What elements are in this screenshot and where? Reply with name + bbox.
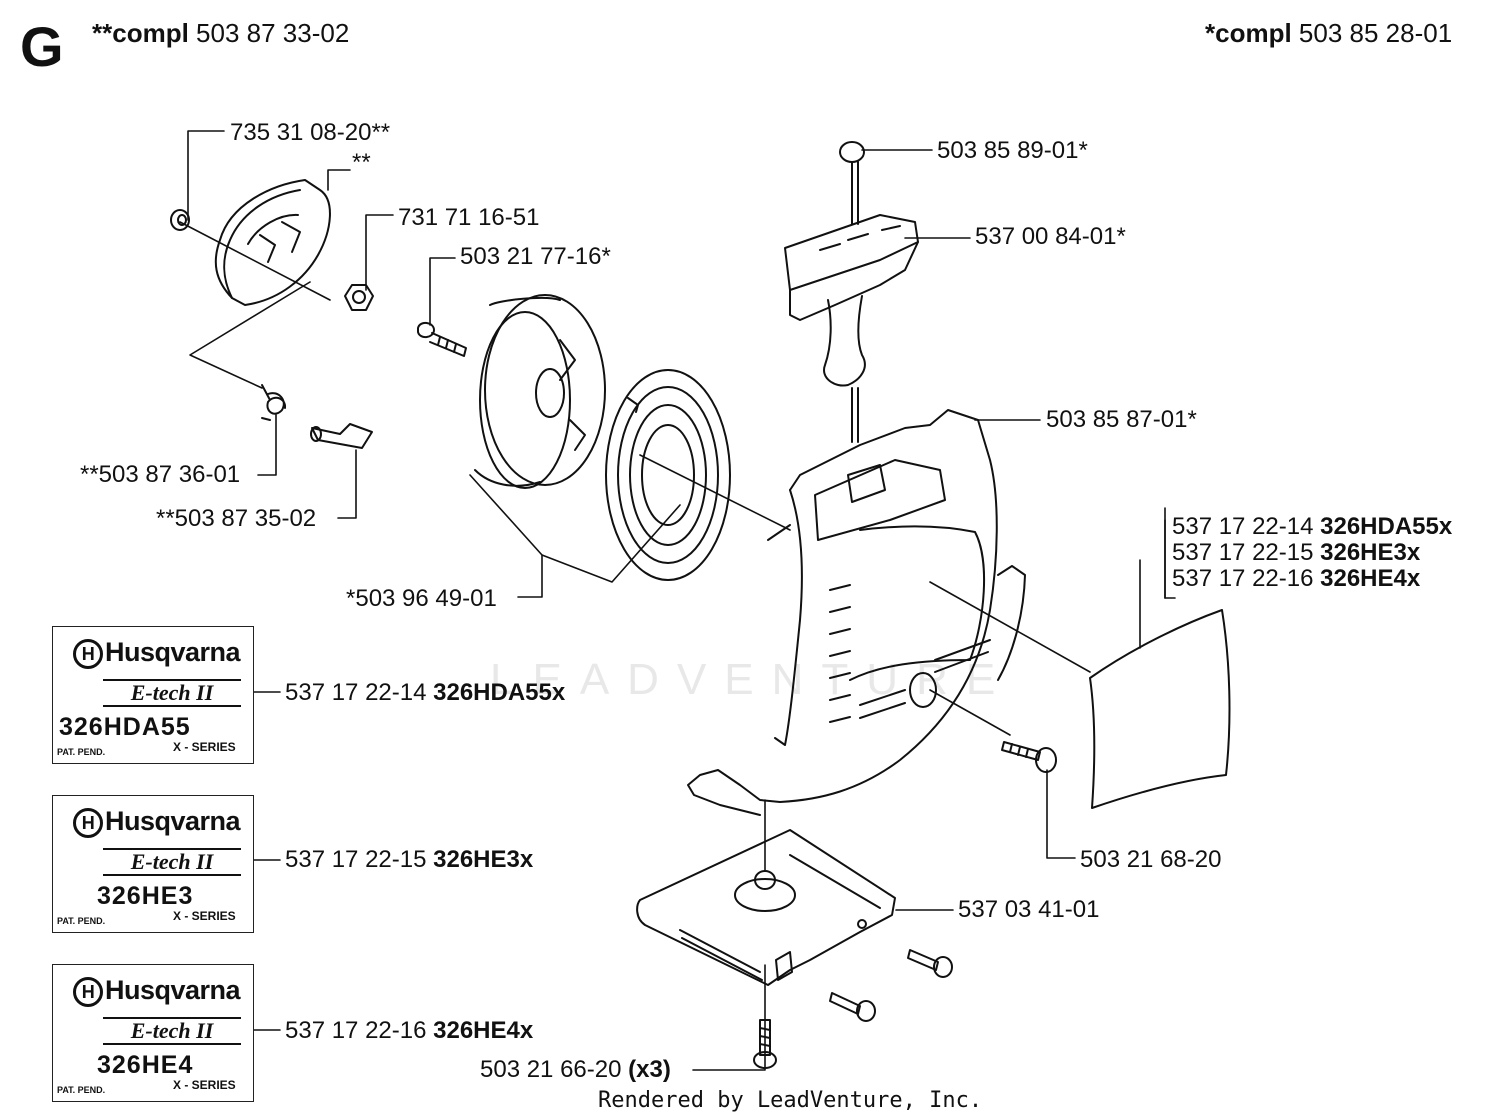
callout-e-clip: 735 31 08-20** xyxy=(230,119,391,146)
decal-pat: PAT. PEND. xyxy=(57,747,106,757)
bottom-screws-part xyxy=(753,949,953,1069)
etech-badge: E-tech II xyxy=(103,1017,241,1045)
decal-option-model: 326HDA55x xyxy=(1320,513,1453,540)
decal-label-1: 537 17 22-14 326HDA55x xyxy=(285,680,565,706)
decal-model: 326HDA55 xyxy=(59,713,191,741)
decal-label-2: 537 17 22-15 326HE3x xyxy=(285,847,533,873)
callout-pulley-spring: *503 96 49-01 xyxy=(346,585,497,612)
callout-pawl-cover: ** xyxy=(352,149,371,176)
etech-badge: E-tech II xyxy=(103,679,241,707)
header-right-number: 503 85 28-01 xyxy=(1298,18,1453,48)
decal-label-model: 326HE4x xyxy=(433,1017,534,1044)
starter-handle-part xyxy=(784,214,919,443)
callout-screw: 503 21 77-16* xyxy=(460,243,611,270)
callout-pawl: **503 87 35-02 xyxy=(156,505,317,532)
callout-bottom-screws: 503 21 66-20 (x3) xyxy=(480,1057,671,1083)
decal-series: X - SERIES xyxy=(173,1078,236,1092)
rope-pulley-part xyxy=(474,294,606,489)
header-left-prefix: **compl xyxy=(92,18,189,48)
callout-nut: 731 71 16-51 xyxy=(398,204,540,231)
decal-option-number: 537 17 22-15 xyxy=(1172,539,1314,566)
decal-model: 326HE4 xyxy=(97,1051,194,1079)
decal-label-number: 537 17 22-16 xyxy=(285,1017,427,1044)
housing-bolt-part xyxy=(1001,741,1057,773)
decal-label-number: 537 17 22-14 xyxy=(285,679,427,706)
bottom-plate-part xyxy=(636,829,896,986)
etech-badge: E-tech II xyxy=(103,848,241,876)
e-clip-part xyxy=(170,209,190,231)
screw-part xyxy=(417,322,467,357)
pawl-spring-part xyxy=(261,384,287,421)
section-letter: G xyxy=(20,15,64,78)
callout-pawl-spring: **503 87 36-01 xyxy=(80,461,241,488)
callout-starter-housing: 503 85 87-01* xyxy=(1046,406,1197,433)
pawl-part xyxy=(310,423,373,449)
callout-bottom-screws-qty: (x3) xyxy=(628,1056,671,1083)
flange-nut-part xyxy=(344,284,374,311)
decal-option-model: 326HE4x xyxy=(1320,565,1421,592)
decal-option-3: 537 17 22-16 326HE4x xyxy=(1172,566,1420,592)
crown-h-icon: H xyxy=(73,639,103,669)
callout-bottom-plate: 537 03 41-01 xyxy=(958,896,1100,923)
decal-label-number: 537 17 22-15 xyxy=(285,846,427,873)
recoil-spring-part xyxy=(605,369,731,581)
decal-series: X - SERIES xyxy=(173,740,236,754)
decal-label-model: 326HE3x xyxy=(433,846,534,873)
header-right-prefix: *compl xyxy=(1205,18,1292,48)
decal-label-model: 326HDA55x xyxy=(433,679,566,706)
leader-lines xyxy=(179,130,1176,1071)
decal-option-2: 537 17 22-15 326HE3x xyxy=(1172,540,1420,566)
decal-option-number: 537 17 22-14 xyxy=(1172,513,1314,540)
decal-model: 326HE3 xyxy=(97,882,194,910)
header-left: **compl 503 87 33-02 xyxy=(92,18,349,49)
header-left-number: 503 87 33-02 xyxy=(196,18,350,48)
decal-pat: PAT. PEND. xyxy=(57,916,106,926)
decal-option-1: 537 17 22-14 326HDA55x xyxy=(1172,514,1452,540)
pawl-cover-part xyxy=(214,179,331,306)
rope-eye-part xyxy=(839,141,865,225)
starter-housing-part xyxy=(687,409,1026,816)
crown-h-icon: H xyxy=(73,977,103,1007)
decal-series: X - SERIES xyxy=(173,909,236,923)
callout-bottom-screws-number: 503 21 66-20 xyxy=(480,1056,622,1083)
crown-h-icon: H xyxy=(73,808,103,838)
decal-label-3: 537 17 22-16 326HE4x xyxy=(285,1018,533,1044)
decal-option-number: 537 17 22-16 xyxy=(1172,565,1314,592)
decal-sheet-part xyxy=(1089,609,1231,809)
callout-starter-handle: 537 00 84-01* xyxy=(975,223,1126,250)
decal-option-model: 326HE3x xyxy=(1320,539,1421,566)
render-credit: Rendered by LeadVenture, Inc. xyxy=(598,1088,983,1113)
callout-housing-bolt: 503 21 68-20 xyxy=(1080,846,1222,873)
decal-pat: PAT. PEND. xyxy=(57,1085,106,1095)
header-right: *compl 503 85 28-01 xyxy=(1205,18,1452,49)
callout-rope-eye: 503 85 89-01* xyxy=(937,137,1088,164)
